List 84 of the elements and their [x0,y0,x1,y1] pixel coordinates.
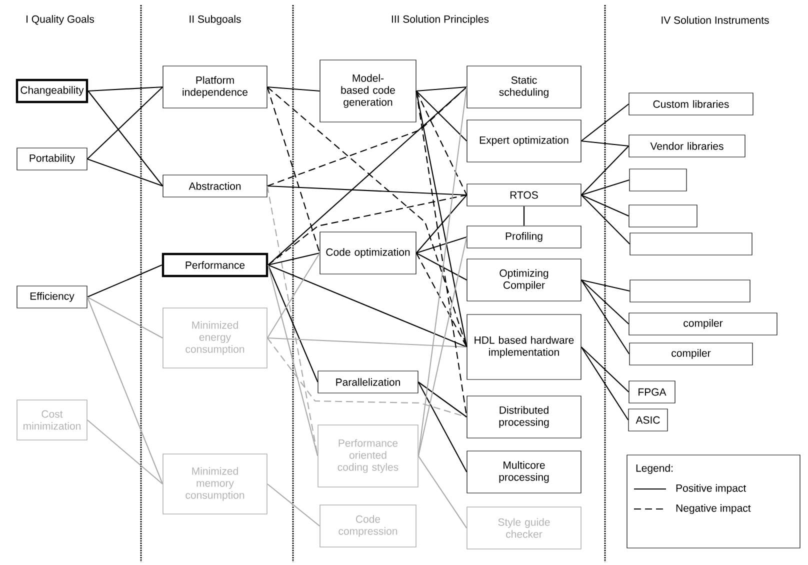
connector [416,252,468,348]
empty-box [629,168,687,192]
empty-box [630,280,750,302]
principle-box: Style guide checker [466,506,582,550]
goal-box: Efficiency [16,286,88,308]
connector [580,104,630,142]
connector [268,194,467,266]
connector [268,264,318,456]
connector [87,158,163,187]
connector [267,484,320,526]
connector [416,252,467,280]
connector [86,296,164,484]
principle-box: Model-based code generation [320,60,416,122]
connector [268,264,318,382]
principle-box: Multicore processing [466,450,582,494]
connector [523,206,525,226]
legend-text: Negative impact [676,504,751,514]
connector [418,456,468,528]
principle-box: Performance oriented coding styles [318,424,418,488]
connector [581,194,629,216]
connector [266,252,320,338]
connector [580,346,630,392]
connector [418,382,468,418]
instrument-box: compiler [628,312,778,336]
legend-text: Positive impact [676,484,746,494]
connector [268,252,320,266]
connector [416,90,468,348]
connector [580,194,630,244]
instrument-box: Custom libraries [628,92,754,116]
instrument-box: compiler [629,342,753,366]
empty-box [630,232,752,256]
subgoal-box: Performance [162,252,268,278]
goal-box: Cost minimization [16,400,88,440]
connector [268,86,468,266]
connector [580,146,630,196]
connector [581,179,630,196]
connector [87,296,163,338]
principle-box: Parallelization [318,370,418,394]
connector [418,236,468,456]
principle-box: Expert optimization [466,120,582,162]
column-heading: II Subgoals [190,15,241,25]
subgoal-box: Minimized energy consumption [162,308,268,368]
connector [416,194,468,254]
principle-box: HDL based hardware implementation [466,314,582,380]
column-heading: IV Solution Instruments [662,16,769,24]
connector [267,185,467,196]
connector [268,264,467,348]
subgoal-box: Abstraction [162,174,268,198]
empty-box [628,204,698,228]
column-heading: I Quality Goals [26,15,94,25]
instrument-box: Vendor libraries [628,134,746,158]
goal-box: Changeability [16,78,88,104]
principle-box: Distributed processing [466,396,582,438]
connector [88,90,164,186]
connector [88,86,163,92]
connector [87,420,163,484]
connector [581,140,629,147]
connector [86,86,164,160]
connector [416,236,467,254]
connector [87,264,162,298]
principle-box: Code optimization [320,232,416,274]
goal-box: Portability [16,148,88,170]
principle-box: Code compression [320,504,416,548]
connector [418,382,468,472]
subgoal-box: Minimized memory consumption [162,454,268,514]
principle-box: Optimizing Compiler [466,258,582,302]
subgoal-box: Platform independence [162,66,268,108]
principle-box: Static scheduling [466,66,582,108]
connector [416,90,468,196]
connector [580,346,629,420]
connector [416,90,468,142]
connector [267,337,467,348]
connector [266,338,467,418]
connector [580,280,630,354]
principle-box: RTOS [466,184,582,206]
instrument-box: ASIC [628,408,668,432]
instrument-box: FPGA [628,380,676,404]
principle-box: Profiling [466,226,582,248]
connector [580,280,630,324]
connector [266,86,320,254]
connector [416,86,467,92]
connector [581,279,630,292]
connector [267,86,320,92]
column-heading: III Solution Principles [392,15,489,25]
